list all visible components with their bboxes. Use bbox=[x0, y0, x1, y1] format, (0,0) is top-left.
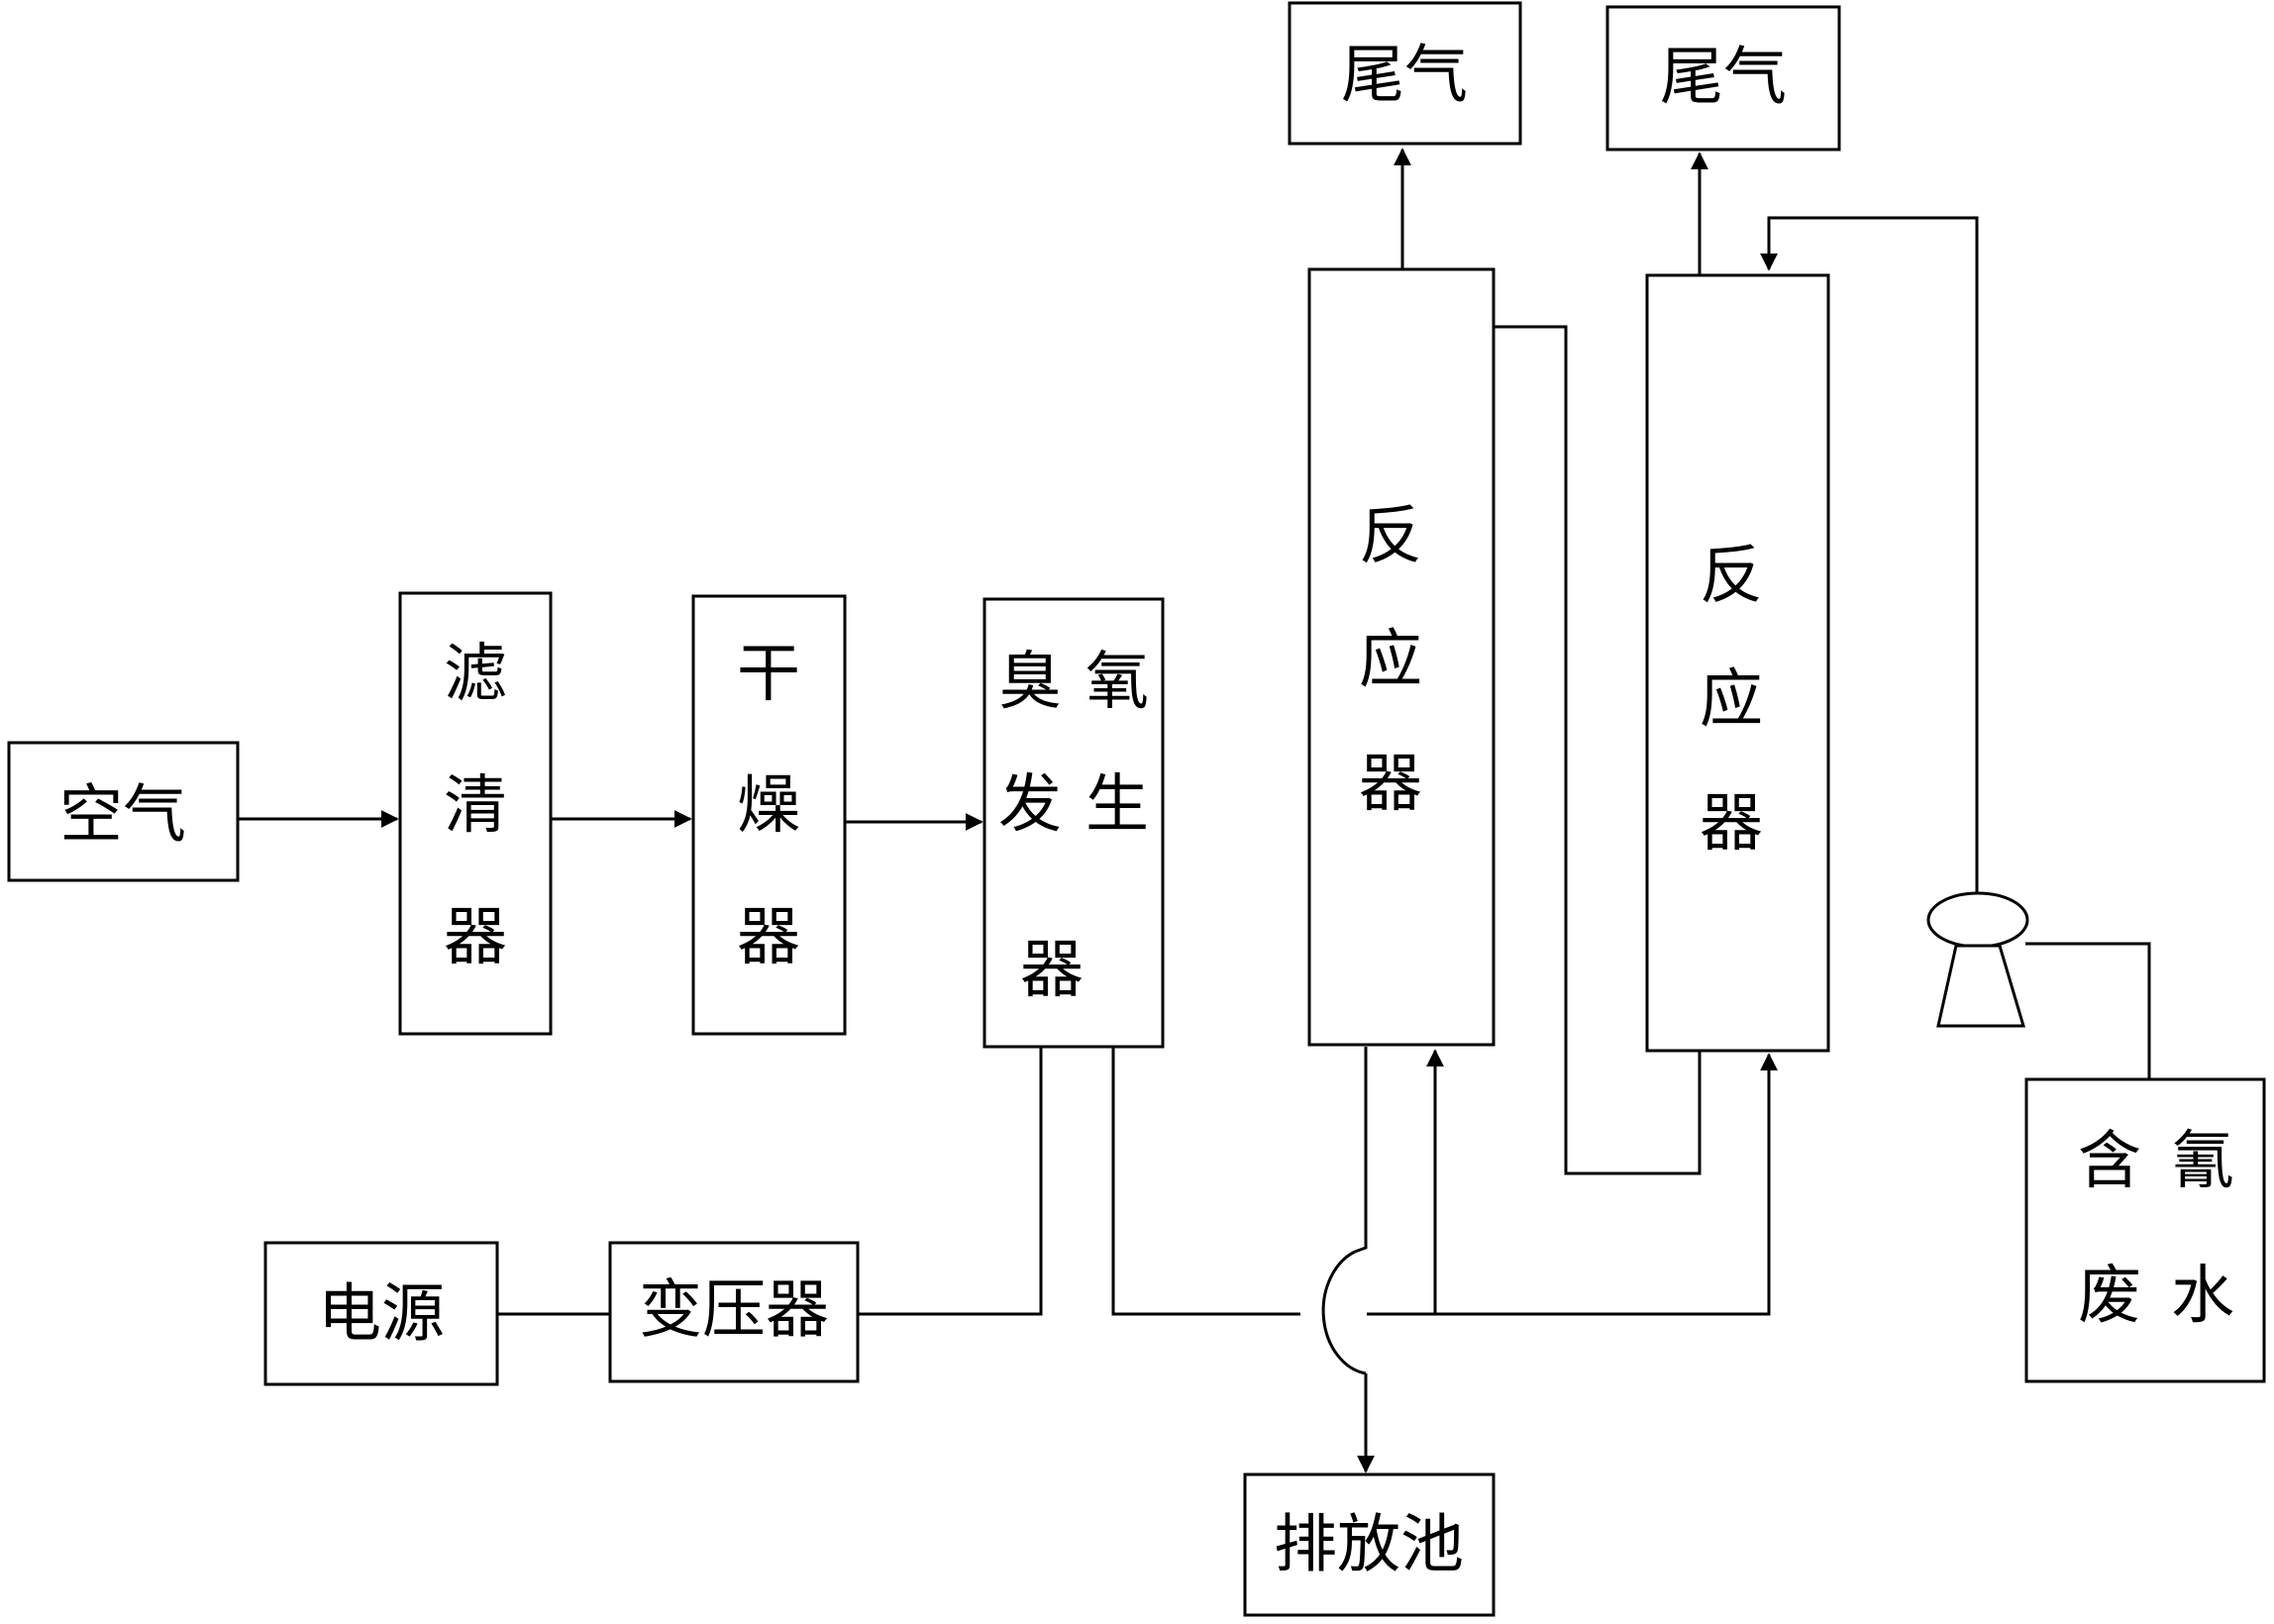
pump-to-reactor-2-line bbox=[1760, 216, 1979, 896]
transformer-to-ozone-line bbox=[858, 1047, 1043, 1316]
node-dryer: 干燥器 bbox=[691, 594, 847, 1036]
node-filter-label: 滤清器 bbox=[444, 638, 507, 974]
reactor-1-to-discharge-line bbox=[1354, 1047, 1368, 1254]
ozone-gas-main-line bbox=[1111, 1047, 1300, 1316]
node-dryer-label: 干燥器 bbox=[737, 638, 800, 974]
node-cyanide-wastewater: 含氰废水 bbox=[2024, 1077, 2266, 1383]
reactor-1-to-reactor-2-line bbox=[1494, 325, 1702, 1175]
node-reactor-1-label: 反应器 bbox=[1359, 500, 1422, 821]
connectors bbox=[238, 148, 2151, 1473]
node-tail-gas-2-label: 尾气 bbox=[1660, 42, 1787, 115]
node-tail-gas-1: 尾气 bbox=[1288, 1, 1522, 146]
node-air-label: 空气 bbox=[59, 779, 186, 853]
node-tail-gas-1-label: 尾气 bbox=[1341, 40, 1468, 113]
pump-icon bbox=[1926, 891, 2029, 1028]
node-reactor-2: 反应器 bbox=[1645, 273, 1830, 1053]
node-transformer: 变压器 bbox=[608, 1241, 860, 1383]
node-filter: 滤清器 bbox=[398, 591, 553, 1036]
node-tail-gas-2: 尾气 bbox=[1605, 5, 1841, 152]
wastewater-to-pump-line bbox=[2025, 942, 2151, 1079]
node-reactor-1: 反应器 bbox=[1307, 267, 1496, 1047]
node-transformer-label: 变压器 bbox=[639, 1274, 829, 1348]
pipe-crossover bbox=[1321, 1250, 1367, 1375]
node-cyanide-wastewater-label: 含氰废水 bbox=[2078, 1125, 2234, 1333]
node-discharge-pool: 排放池 bbox=[1243, 1472, 1496, 1617]
node-power-label: 电源 bbox=[318, 1278, 445, 1352]
node-ozone-generator-label: 臭氧发生器 bbox=[998, 646, 1149, 1007]
node-ozone-generator: 臭氧发生器 bbox=[982, 597, 1165, 1049]
node-air: 空气 bbox=[7, 741, 240, 882]
node-power: 电源 bbox=[263, 1241, 499, 1386]
node-discharge-pool-label: 排放池 bbox=[1274, 1509, 1464, 1582]
node-reactor-2-label: 反应器 bbox=[1700, 540, 1763, 861]
ozone-to-reactor-2-line bbox=[1435, 1053, 1778, 1316]
